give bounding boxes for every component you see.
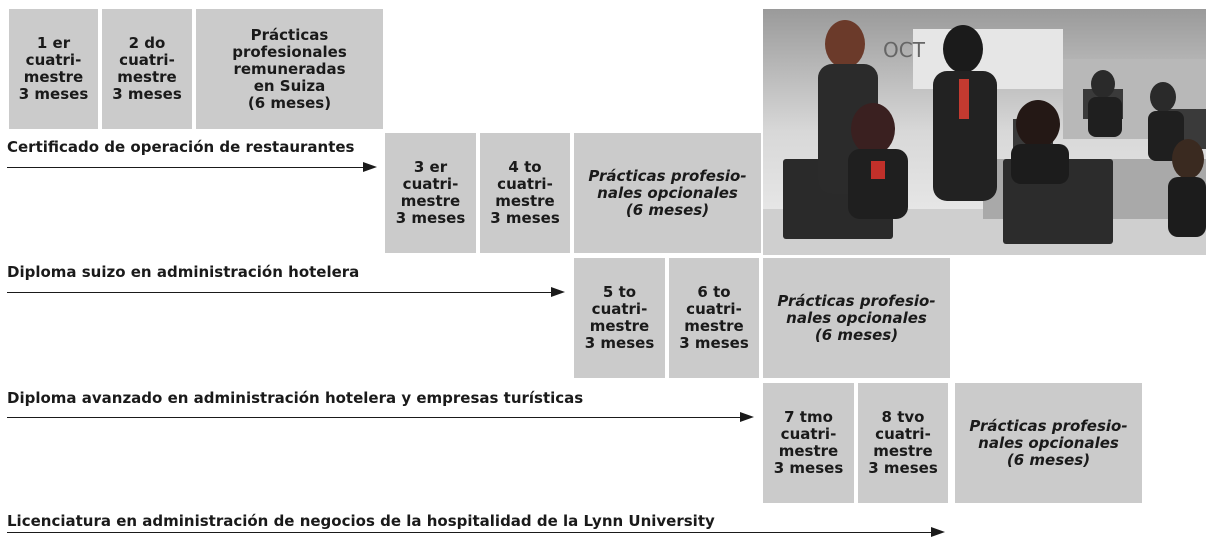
- box-line: mestre: [117, 68, 177, 86]
- box-line: nales opcionales: [597, 183, 738, 202]
- box-line: 6 to: [697, 283, 731, 301]
- box-line: 3 meses: [490, 209, 560, 227]
- box-line: cuatri-: [686, 300, 742, 318]
- box-line: 8 tvo: [881, 408, 925, 426]
- box-line: (6 meses): [247, 93, 332, 112]
- box-line: 1 er: [36, 34, 71, 52]
- advanced-diploma-label: Diploma avanzado en administración hotel…: [7, 389, 584, 407]
- box-line: mestre: [589, 317, 650, 335]
- box-line: mestre: [873, 442, 933, 460]
- paid-internship-box: Prácticas profesionales remuneradas en S…: [196, 9, 383, 129]
- arrow-head-icon: [363, 162, 377, 172]
- arrow-line: [7, 167, 364, 168]
- diploma-label: Diploma suizo en administración hotelera: [7, 263, 360, 281]
- box-line: 3 meses: [112, 85, 182, 103]
- box-line: mestre: [23, 68, 84, 86]
- optional-internship-box: Prácticas profesio- nales opcionales (6 …: [955, 383, 1142, 503]
- box-line: 4 to: [508, 158, 542, 176]
- box-line: cuatri-: [119, 51, 175, 69]
- arrow-line: [7, 292, 552, 293]
- classroom-photo: OCT: [763, 9, 1206, 255]
- semester-5-box: 5 to cuatri- mestre 3 meses: [574, 258, 665, 378]
- certificate-label: Certificado de operación de restaurantes: [7, 138, 355, 156]
- bachelor-label: Licenciatura en administración de negoci…: [7, 512, 715, 530]
- box-line: nales opcionales: [786, 308, 927, 327]
- arrow-line: [7, 417, 741, 418]
- box-line: mestre: [495, 192, 555, 210]
- box-line: 3 meses: [584, 334, 655, 352]
- box-line: Prácticas profesio-: [969, 416, 1128, 435]
- arrow-line: [7, 532, 932, 533]
- semester-3-box: 3 er cuatri- mestre 3 meses: [385, 133, 476, 253]
- box-line: nales opcionales: [978, 433, 1119, 452]
- box-line: cuatri-: [25, 51, 82, 69]
- box-line: remuneradas: [233, 59, 346, 78]
- box-line: cuatri-: [402, 175, 459, 193]
- box-line: Prácticas profesio-: [588, 166, 747, 185]
- semester-8-box: 8 tvo cuatri- mestre 3 meses: [858, 383, 948, 503]
- box-line: profesionales: [232, 42, 347, 61]
- box-line: (6 meses): [1006, 450, 1091, 469]
- box-line: 3 meses: [868, 459, 938, 477]
- box-line: cuatri-: [875, 425, 931, 443]
- box-line: Prácticas profesio-: [777, 291, 936, 310]
- box-line: 3 meses: [679, 334, 749, 352]
- box-line: 2 do: [128, 34, 166, 52]
- semester-2-box: 2 do cuatri- mestre 3 meses: [102, 9, 192, 129]
- box-line: 3 meses: [18, 85, 89, 103]
- box-line: (6 meses): [814, 325, 899, 344]
- semester-6-box: 6 to cuatri- mestre 3 meses: [669, 258, 759, 378]
- box-line: 3 meses: [773, 459, 844, 477]
- semester-4-box: 4 to cuatri- mestre 3 meses: [480, 133, 570, 253]
- box-line: 7 tmo: [784, 408, 833, 426]
- optional-internship-box: Prácticas profesio- nales opcionales (6 …: [763, 258, 950, 378]
- arrow-head-icon: [931, 527, 945, 537]
- box-line: 3 meses: [395, 209, 466, 227]
- box-line: en Suiza: [253, 76, 326, 95]
- semester-7-box: 7 tmo cuatri- mestre 3 meses: [763, 383, 854, 503]
- box-line: 5 to: [602, 283, 637, 301]
- wall-sign: OCT: [883, 38, 926, 62]
- arrow-head-icon: [740, 412, 754, 422]
- optional-internship-box: Prácticas profesio- nales opcionales (6 …: [574, 133, 761, 253]
- semester-1-box: 1 er cuatri- mestre 3 meses: [9, 9, 98, 129]
- box-line: 3 er: [413, 158, 448, 176]
- arrow-head-icon: [551, 287, 565, 297]
- box-line: mestre: [684, 317, 744, 335]
- box-line: cuatri-: [780, 425, 837, 443]
- box-line: (6 meses): [625, 200, 710, 219]
- box-line: mestre: [778, 442, 839, 460]
- box-line: mestre: [400, 192, 461, 210]
- box-line: cuatri-: [591, 300, 648, 318]
- box-line: cuatri-: [497, 175, 553, 193]
- box-line: Prácticas: [250, 25, 329, 44]
